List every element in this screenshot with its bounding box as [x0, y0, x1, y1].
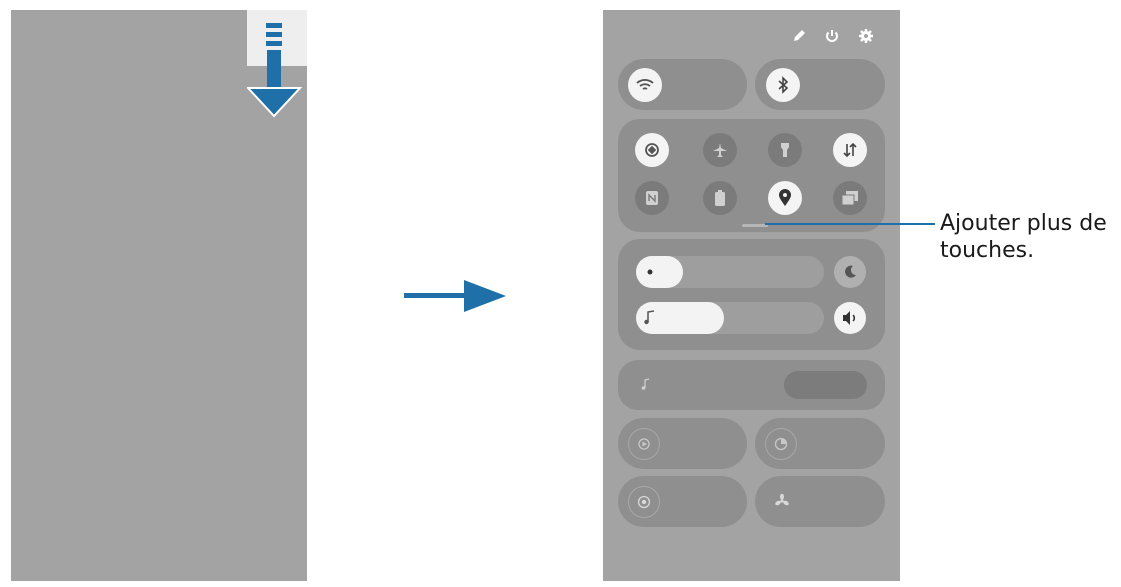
mobile-data-icon[interactable]: [833, 133, 867, 167]
location-icon[interactable]: [768, 181, 802, 215]
music-note-icon: [641, 378, 650, 390]
brightness-fill: [636, 256, 683, 288]
smart-view-tile[interactable]: [618, 418, 747, 469]
airplane-mode-icon[interactable]: [703, 133, 737, 167]
nfc-icon[interactable]: [635, 181, 669, 215]
bluetooth-toggle[interactable]: [755, 59, 885, 110]
brightness-slider[interactable]: [636, 256, 824, 288]
panel-expand-handle[interactable]: [742, 224, 768, 227]
screen-recorder-icon: [628, 486, 660, 518]
callout-label: Ajouter plus de touches.: [940, 210, 1120, 264]
moon-icon[interactable]: [834, 256, 866, 288]
media-output-button[interactable]: [784, 371, 867, 399]
media-output-tile[interactable]: [618, 360, 885, 410]
callout-line-1: Ajouter plus de: [940, 211, 1107, 236]
notification-handle-icon: [266, 23, 282, 46]
power-saving-icon[interactable]: [703, 181, 737, 215]
music-note-icon: [644, 310, 655, 325]
quick-panel: [603, 10, 900, 581]
screen-time-tile[interactable]: [755, 418, 885, 469]
fan-icon: [775, 493, 789, 506]
volume-slider[interactable]: [636, 302, 824, 334]
screen-time-icon: [765, 428, 797, 460]
wifi-icon: [628, 68, 662, 102]
edit-icon[interactable]: [790, 27, 808, 45]
bluetooth-icon: [766, 68, 800, 102]
volume-fill: [636, 302, 725, 334]
callout-line: [765, 223, 935, 225]
flashlight-icon[interactable]: [768, 133, 802, 167]
sliders-panel: [618, 239, 885, 350]
screen-recorder-tile[interactable]: [618, 476, 747, 527]
smart-view-icon: [628, 428, 660, 460]
fan-tile[interactable]: [755, 476, 885, 527]
callout-line-2: touches.: [940, 238, 1035, 263]
settings-icon[interactable]: [857, 27, 875, 45]
swipe-down-hint: [245, 10, 307, 118]
wifi-toggle[interactable]: [618, 59, 747, 110]
quick-toggles-panel: [618, 119, 885, 232]
sun-icon: [647, 269, 653, 275]
arrow-down-icon: [245, 50, 303, 118]
arrow-right-icon: [404, 280, 506, 312]
home-screen: [11, 10, 307, 581]
multi-window-icon[interactable]: [833, 181, 867, 215]
auto-rotate-icon[interactable]: [635, 133, 669, 167]
speaker-icon[interactable]: [834, 302, 866, 334]
power-icon[interactable]: [823, 27, 841, 45]
